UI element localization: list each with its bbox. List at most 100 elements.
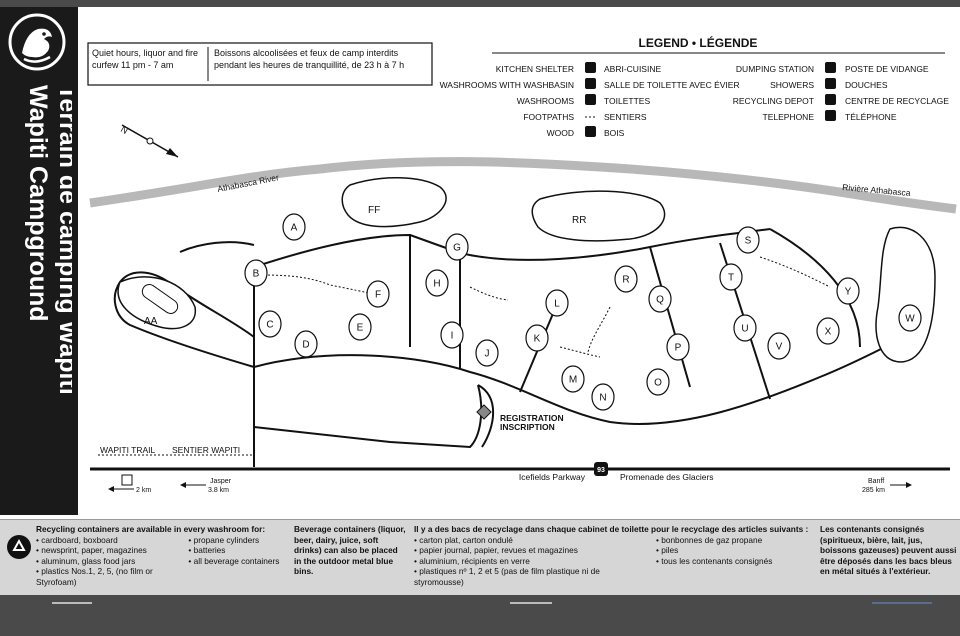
highway-number: 93 <box>597 467 605 474</box>
campsite-loop-label: S <box>745 236 752 247</box>
title-fr: Terrain de camping Wapiti <box>54 85 72 395</box>
recycling-item: all beverage containers <box>188 556 286 567</box>
loop-ff <box>341 177 447 228</box>
beverage-containers-en: Beverage containers (liquor, beer, dairy… <box>294 524 406 577</box>
campsite-loop-marker[interactable] <box>719 263 743 291</box>
legend-label-en: KITCHEN SHELTER <box>496 64 574 74</box>
legend-label-fr: TOILETTES <box>604 96 650 106</box>
legend-label-fr: BOIS <box>604 128 625 138</box>
dumping-station-icon <box>825 62 836 73</box>
campsite-loop-marker[interactable] <box>545 289 569 317</box>
highway-93-shield-icon <box>594 462 608 476</box>
curfew-fr: Boissons alcoolisées et feux de camp int… <box>214 48 405 70</box>
parkway-label-fr: Promenade des Glaciers <box>620 472 714 482</box>
campsite-loop-label: Q <box>656 295 664 306</box>
campsite-loop-label: N <box>599 393 606 404</box>
legend-label-fr: DOUCHES <box>845 80 888 90</box>
recycling-item: newsprint, paper, magazines <box>36 545 182 556</box>
campground-map: Quiet hours, liquor and fire curfew 11 p… <box>87 35 957 494</box>
campsite-loop-label: R <box>622 275 629 286</box>
recycling-title-en: Recycling containers are available in ev… <box>36 524 266 534</box>
legend-label-en: FOOTPATHS <box>523 112 574 122</box>
campsite-loop-marker[interactable] <box>525 324 549 352</box>
campsite-loop-marker[interactable] <box>425 269 449 297</box>
campsite-loop-label: Y <box>845 287 852 298</box>
campsite-loop-marker[interactable] <box>648 285 672 313</box>
campsite-loop-marker[interactable] <box>258 310 282 338</box>
recycling-icon <box>7 535 31 559</box>
icefields-parkway: 93 Icefields Parkway Promenade des Glaci… <box>90 462 950 482</box>
campsite-loop-marker[interactable] <box>348 313 372 341</box>
area-label: AA <box>144 316 158 327</box>
campsite-loop-label: L <box>554 299 560 310</box>
campsite-loop-marker[interactable] <box>475 339 499 367</box>
campsite-loop-marker[interactable] <box>767 332 791 360</box>
campsite-loop-marker[interactable] <box>244 259 268 287</box>
parkway-label-en: Icefields Parkway <box>519 472 586 482</box>
title-sidebar: Wapiti Campground Terrain de camping Wap… <box>0 7 78 515</box>
legend-label-en: SHOWERS <box>770 80 814 90</box>
legend-label-fr: ABRI-CUISINE <box>604 64 661 74</box>
campsite-loop-label: B <box>253 269 260 280</box>
campsite-loop-marker[interactable] <box>614 265 638 293</box>
campsite-loop-marker[interactable] <box>282 213 306 241</box>
campsite-loop-marker[interactable] <box>366 280 390 308</box>
campsite-loop-label: F <box>375 290 381 301</box>
viewer-bottom-bar <box>0 596 960 636</box>
vertical-title: Wapiti Campground Terrain de camping Wap… <box>24 85 72 395</box>
legend-label-en: WASHROOMS WITH WASHBASIN <box>440 80 574 90</box>
campsite-loop-label: O <box>654 378 662 389</box>
campsite-loop-label: E <box>357 323 364 334</box>
campsite-loop-label: K <box>534 334 541 345</box>
area-label: FF <box>368 205 380 216</box>
campsite-loop-marker[interactable] <box>591 383 615 411</box>
map-sheet: Wapiti Campground Terrain de camping Wap… <box>0 7 960 595</box>
kitchen-shelter-icon <box>585 62 596 73</box>
campsite-loop-label: I <box>451 331 454 342</box>
loop-w <box>875 226 936 363</box>
banff-distance: 285 km <box>862 487 885 494</box>
recycling-item: bonbonnes de gaz propane <box>656 535 806 546</box>
recycling-item: batteries <box>188 545 286 556</box>
athabasca-river <box>89 157 957 214</box>
distance-markers: 2 km Jasper 3.8 km Banff 285 km <box>108 474 912 494</box>
campsite-loop-marker[interactable] <box>294 330 318 358</box>
campsite-loop-marker[interactable] <box>646 368 670 396</box>
recycling-info: Recycling containers are available in ev… <box>0 519 960 595</box>
viewer-tick <box>52 602 92 604</box>
recycling-item: propane cylinders <box>188 535 286 546</box>
legend-label-fr: SENTIERS <box>604 112 647 122</box>
north-arrow: N <box>119 124 179 158</box>
campsite-loop-marker[interactable] <box>445 233 469 261</box>
recycling-item: plastiques nº 1, 2 et 5 (pas de film pla… <box>414 566 650 587</box>
telephone-icon <box>825 110 836 121</box>
legend-label-fr: TÉLÉPHONE <box>845 112 897 122</box>
registration-label-fr: INSCRIPTION <box>500 422 555 432</box>
recycling-item: cardboard, boxboard <box>36 535 182 546</box>
campsite-loop-marker[interactable] <box>440 321 464 349</box>
campsite-loop-marker[interactable] <box>736 226 760 254</box>
area-aa <box>117 276 196 330</box>
legend-label-fr: SALLE DE TOILETTE AVEC ÉVIER <box>604 80 740 90</box>
viewer-tick <box>510 602 552 604</box>
campsite-loop-marker[interactable] <box>561 365 585 393</box>
recycling-item: papier journal, papier, revues et magazi… <box>414 545 650 556</box>
legend-label-fr: CENTRE DE RECYCLAGE <box>845 96 949 106</box>
campsite-loop-marker[interactable] <box>816 317 840 345</box>
footpaths <box>259 256 831 358</box>
legend-label-en: WOOD <box>547 128 574 138</box>
washroom-icon <box>585 94 596 105</box>
area-label: RR <box>572 215 586 226</box>
campsite-loop-marker[interactable] <box>733 314 757 342</box>
dump-distance: 2 km <box>136 487 151 494</box>
campsite-loop-marker[interactable] <box>666 333 690 361</box>
legend-heading: LEGEND • LÉGENDE <box>639 35 758 50</box>
curfew-en: Quiet hours, liquor and fire curfew 11 p… <box>92 48 199 70</box>
north-letter: N <box>119 124 130 136</box>
campsite-loop-label: T <box>728 273 734 284</box>
campsite-loop-label: A <box>291 223 298 234</box>
title-en: Wapiti Campground <box>24 85 52 322</box>
recycling-item: carton plat, carton ondulé <box>414 535 650 546</box>
campsite-loop-marker[interactable] <box>898 304 922 332</box>
campsite-loop-marker[interactable] <box>836 277 860 305</box>
